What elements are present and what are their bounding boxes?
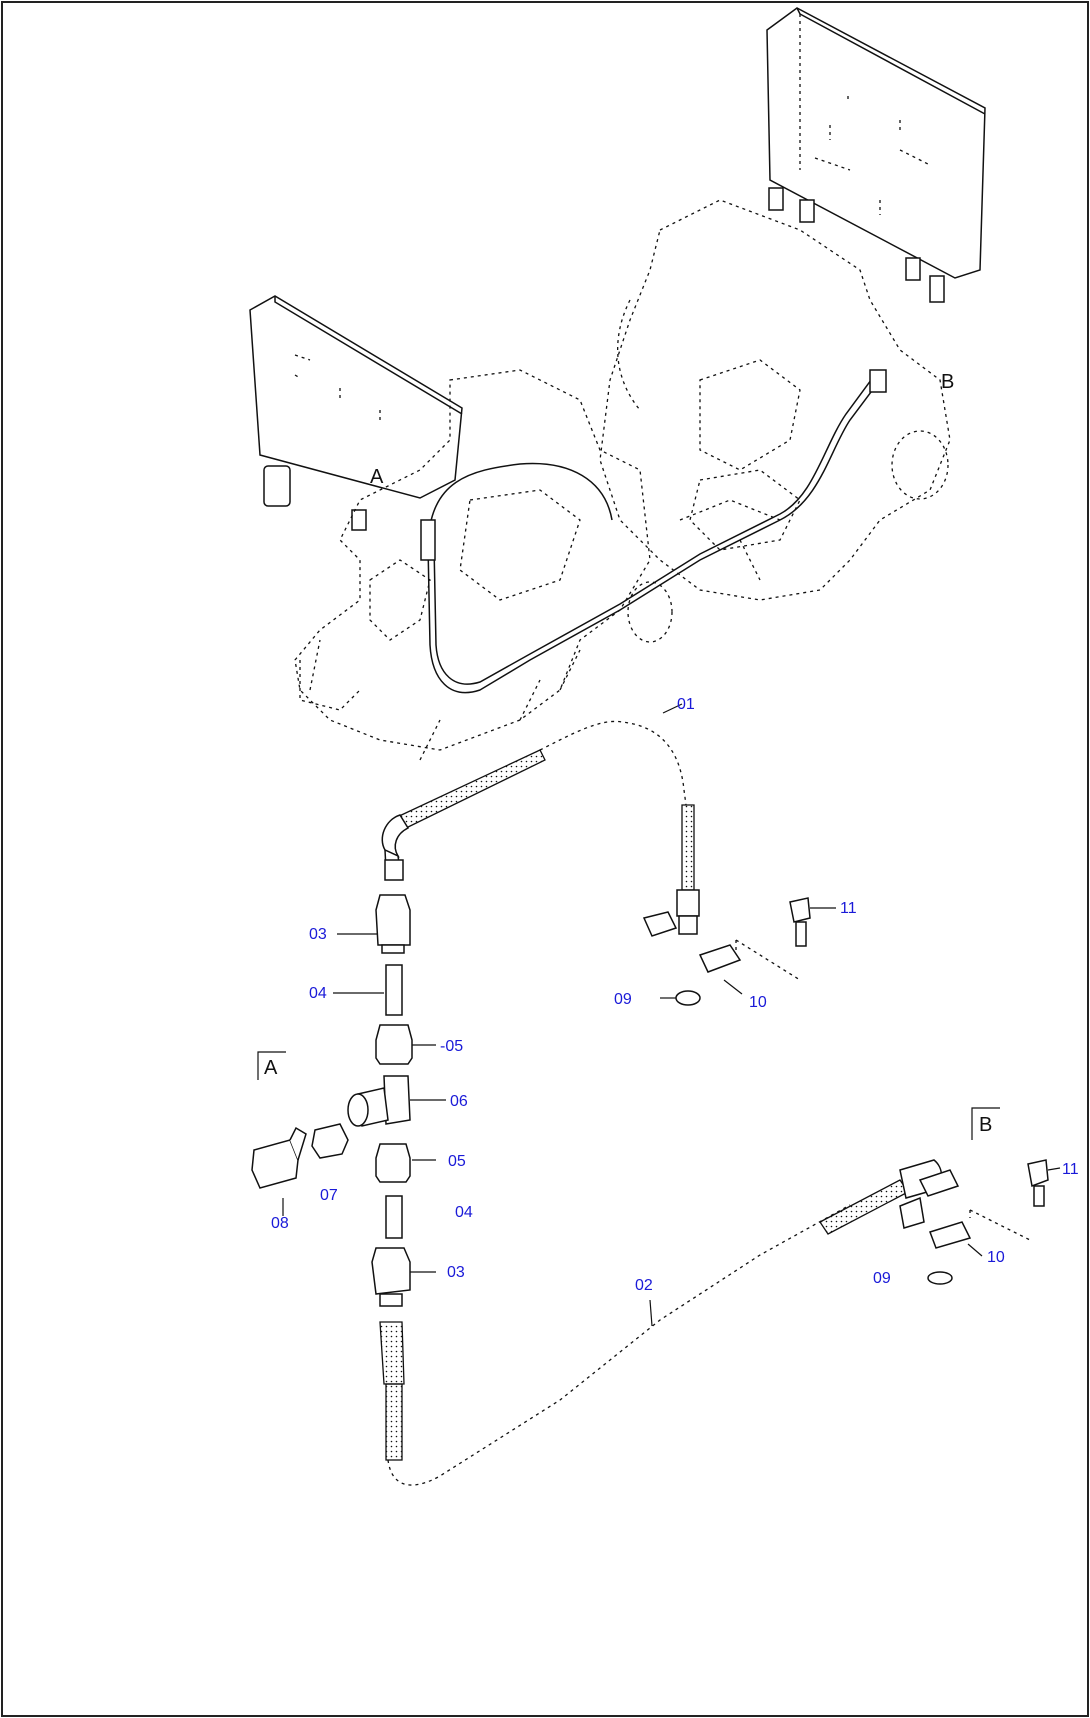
callout-04-bottom: 04 [455,1204,473,1221]
adapter-03-top [375,894,411,946]
callout-10-a: 10 [749,994,767,1011]
bolt-11-a [789,897,811,923]
hose-02-assembly [387,1159,1049,1486]
callout-02: 02 [635,1277,653,1294]
callout-05-top: -05 [440,1038,463,1055]
callout-03-top: 03 [309,926,327,943]
svg-text:B: B [979,1114,992,1136]
detail-marker-b: B [971,1107,1000,1140]
callout-11-b: 11 [1062,1161,1079,1178]
hose-route-machine [420,369,887,694]
adapter-07 [311,1123,349,1159]
transmission-body [294,199,951,761]
view-marker-b: B [941,371,954,393]
view-marker-a: A [370,466,384,488]
detail-marker-a: A [257,1051,286,1080]
tube-04-bottom [385,1195,403,1239]
sensor-08 [251,1139,299,1189]
machine-assembly: A B [249,7,986,761]
tube-04-top [385,964,403,1016]
callout-01: 01 [677,696,695,713]
control-box-right [766,7,986,303]
hose-nut [384,859,404,881]
callout-10-b: 10 [987,1249,1005,1266]
nut-05-top [375,1024,413,1065]
callout-03-bottom: 03 [447,1264,465,1281]
clamp-09-a [675,990,701,1006]
detail-01-small-parts [675,897,822,1006]
leader-lines [282,703,1061,1327]
hose-01-assembly [381,720,801,981]
detail-a-fittings [251,859,413,1461]
callout-04-top: 04 [309,985,327,1002]
adapter-03-bottom [371,1247,411,1295]
callout-11-a: 11 [840,900,857,917]
callout-07: 07 [320,1187,338,1204]
callout-05-bottom: 05 [448,1153,466,1170]
nut-05-bottom [375,1143,411,1183]
callout-09-b: 09 [873,1270,891,1287]
callout-06: 06 [450,1093,468,1110]
svg-text:A: A [264,1057,278,1079]
callout-08: 08 [271,1215,289,1232]
callout-09-a: 09 [614,991,632,1008]
control-box-left [249,295,463,531]
hose-02-end [379,1321,405,1385]
callout-labels: 01 02 03 03 04 04 -05 05 06 07 08 09 09 … [271,696,1079,1294]
